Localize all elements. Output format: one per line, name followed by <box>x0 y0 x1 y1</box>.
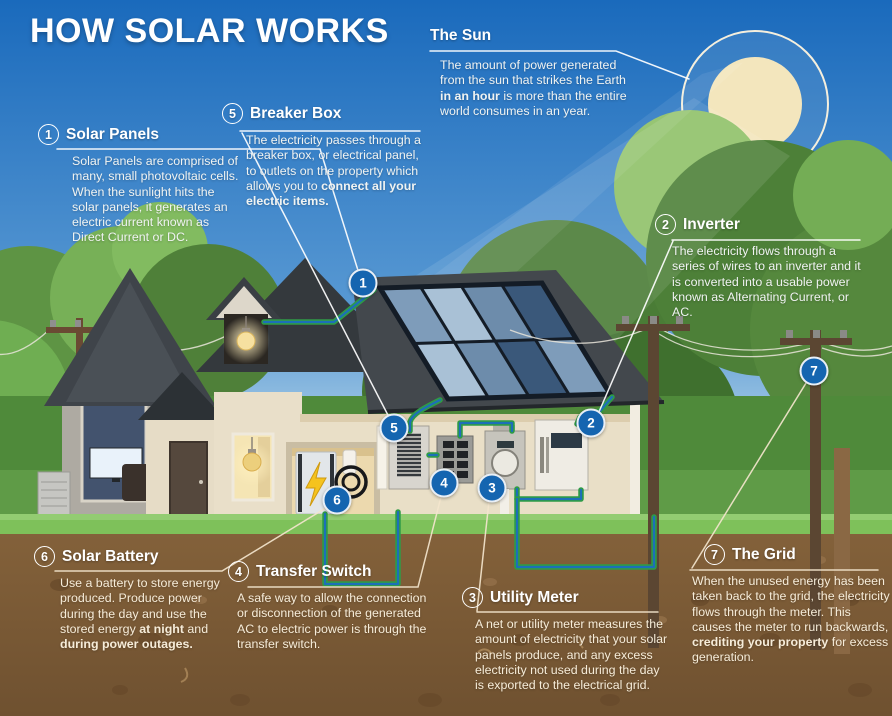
section-solar-battery: 6 Solar Battery Use a battery to store e… <box>34 546 254 652</box>
number-badge: 7 <box>704 544 725 565</box>
marker-4-transfer-switch: 4 <box>429 468 459 498</box>
soil-specks <box>50 579 872 707</box>
section-heading: 6 Solar Battery <box>34 546 254 567</box>
light-bulb-icon <box>236 331 256 351</box>
number-badge: 5 <box>222 103 243 124</box>
section-title: Breaker Box <box>250 104 342 122</box>
wires-underground <box>322 496 657 587</box>
number-badge: 4 <box>228 561 249 582</box>
light-bulb-icon <box>242 452 262 472</box>
section-heading: 3 Utility Meter <box>462 587 682 608</box>
section-heading: 2 Inverter <box>655 214 875 235</box>
marker-1-solar-panels: 1 <box>348 268 378 298</box>
ac-unit <box>37 471 71 519</box>
solar-panel-array <box>352 270 665 414</box>
section-body: When the unused energy has been taken ba… <box>692 574 890 665</box>
section-title: Utility Meter <box>490 588 579 606</box>
marker-3-utility-meter: 3 <box>477 473 507 503</box>
section-solar-panels: 1 Solar Panels Solar Panels are comprise… <box>38 124 338 246</box>
section-title: Solar Panels <box>66 125 160 143</box>
section-body: The electricity flows through a series o… <box>672 244 861 319</box>
section-body: The electricity passes through a breaker… <box>246 133 421 208</box>
lightning-bolt-icon <box>305 461 327 507</box>
section-utility-meter: 3 Utility Meter A net or utility meter m… <box>462 587 682 693</box>
tree-trunk <box>834 448 850 654</box>
section-heading: 1 Solar Panels <box>38 124 338 145</box>
section-heading: 7 The Grid <box>704 544 892 565</box>
grass-strip <box>0 514 892 522</box>
section-inverter: 2 Inverter The electricity flows through… <box>655 214 875 320</box>
number-badge: 3 <box>462 587 483 608</box>
section-breaker-box: 5 Breaker Box The electricity passes thr… <box>222 103 442 209</box>
section-title: The Sun <box>430 27 492 44</box>
marker-7-the-grid: 7 <box>799 356 829 386</box>
section-body: Solar Panels are comprised of many, smal… <box>72 154 239 245</box>
section-the-grid: 7 The Grid When the unused energy has be… <box>690 544 892 666</box>
utility-pole-b <box>780 330 852 650</box>
section-heading: 4 Transfer Switch <box>228 561 448 582</box>
soil-squiggles <box>180 637 586 683</box>
section-title: The Grid <box>732 545 796 563</box>
ground-soil <box>0 534 892 716</box>
utility-meter-device <box>484 425 526 530</box>
number-badge: 2 <box>655 214 676 235</box>
page-title: HOW SOLAR WORKS <box>30 12 389 50</box>
number-badge: 1 <box>38 124 59 145</box>
section-transfer-switch: 4 Transfer Switch A safe way to allow th… <box>228 561 448 652</box>
marker-5-breaker-box: 5 <box>379 413 409 443</box>
marker-2-inverter: 2 <box>576 408 606 438</box>
section-body: The amount of power generated from the s… <box>440 58 627 118</box>
section-the-sun: The Sun The amount of power generated fr… <box>430 27 650 119</box>
number-badge: 6 <box>34 546 55 567</box>
section-title: Transfer Switch <box>256 562 372 580</box>
section-heading: The Sun <box>430 27 650 45</box>
section-body: A net or utility meter measures the amou… <box>475 617 668 692</box>
lit-window <box>230 432 275 502</box>
marker-6-solar-battery: 6 <box>322 485 352 515</box>
section-title: Solar Battery <box>62 547 159 565</box>
center-gable-roof <box>138 372 226 420</box>
dormer-window <box>206 277 282 364</box>
front-door <box>169 441 208 518</box>
section-body: Use a battery to store energy produced. … <box>60 576 220 651</box>
utility-pole-a <box>616 316 690 648</box>
leader-lines <box>54 50 879 613</box>
section-title: Inverter <box>683 215 740 233</box>
section-heading: 5 Breaker Box <box>222 103 442 124</box>
section-body: A safe way to allow the connection or di… <box>237 591 427 651</box>
